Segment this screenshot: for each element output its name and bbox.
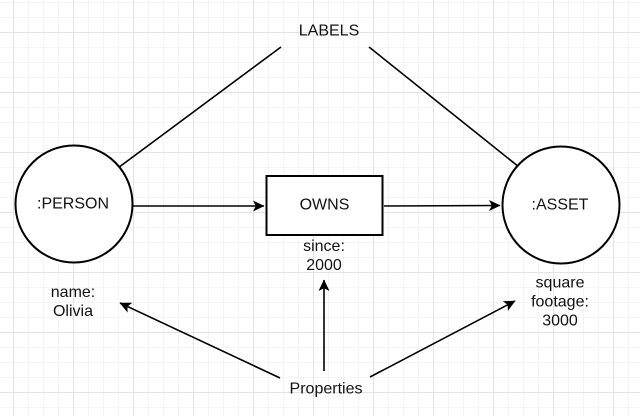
person-node-circle[interactable] [14, 144, 134, 264]
text-line: Olivia [52, 303, 93, 320]
asset-properties-text[interactable]: square footage: 3000 [531, 274, 589, 331]
edge-owns-to-asset[interactable] [383, 200, 501, 212]
properties-annotation[interactable]: Properties [289, 380, 363, 398]
owns-relationship-box[interactable] [265, 175, 384, 236]
edge-labels-to-asset[interactable] [368, 46, 545, 188]
owns-properties-text[interactable]: since: 2000 [303, 237, 345, 275]
edge-properties-to-asset-props[interactable] [369, 300, 516, 378]
asset-node-label[interactable]: :ASSET [531, 196, 589, 214]
text-line: since: [303, 238, 345, 255]
text-line: 3000 [542, 312, 578, 330]
text-line: square [535, 274, 585, 292]
person-properties-text[interactable]: name: Olivia [51, 283, 95, 321]
owns-relationship-label[interactable]: OWNS [299, 196, 350, 214]
text-line: footage: [531, 293, 589, 311]
text-line: 2000 [306, 257, 342, 274]
text-line: name: [50, 284, 96, 301]
person-node-label[interactable]: :PERSON [36, 195, 110, 213]
edge-labels-to-person[interactable] [90, 46, 282, 189]
labels-annotation[interactable]: LABELS [298, 22, 360, 40]
asset-node-circle[interactable] [501, 145, 621, 265]
edge-properties-to-person-props[interactable] [119, 302, 281, 379]
